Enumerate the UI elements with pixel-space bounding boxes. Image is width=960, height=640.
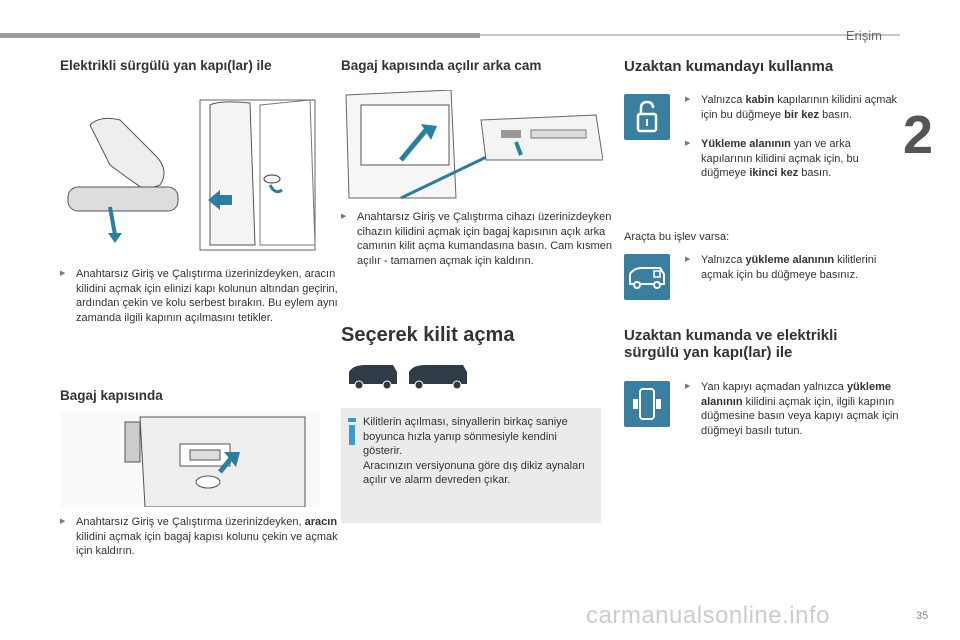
heading-remote-sliding: Uzaktan kumanda ve elektrikli sürgülü ya… [624, 327, 838, 361]
section-title: Erişim [845, 28, 882, 43]
bullet-sliding-door: Anahtarsız Giriş ve Çalıştırma üzerinizd… [60, 267, 338, 325]
info-text: Kilitlerin açılması, sinyallerin birkaç … [363, 416, 585, 486]
van-icons [345, 362, 475, 390]
bullet-sliding-remote: Yan kapıyı açmadan yalnızca yükleme alan… [685, 380, 901, 438]
rear-window-illustration [341, 90, 603, 200]
info-icon [348, 418, 356, 445]
watermark: carmanualsonline.info [586, 602, 830, 629]
sliding-door-icon [633, 388, 661, 420]
header-line [480, 34, 900, 36]
heading-rear-window: Bagaj kapısında açılır arka cam [341, 58, 542, 73]
heading-selective-unlock: Seçerek kilit açma [341, 324, 515, 346]
unlock-padlock-icon [636, 100, 658, 133]
feature-note: Araçta bu işlev varsa: [624, 231, 730, 243]
bullet-rear-window: Anahtarsız Giriş ve Çalıştırma cihazı üz… [341, 210, 617, 268]
load-area-button-icon [624, 254, 670, 300]
bullet-load-only: Yalnızca yükleme alanının kilitlerini aç… [685, 253, 901, 282]
sliding-door-button-icon [624, 381, 670, 427]
heading-remote: Uzaktan kumandayı kullanma [624, 58, 834, 75]
bullet-load-unlock: Yükleme alanının yan ve arka kapılarının… [685, 137, 901, 181]
tailgate-illustration [60, 412, 320, 507]
heading-tailgate: Bagaj kapısında [60, 388, 163, 403]
sliding-door-illustration [60, 95, 320, 255]
info-box: Kilitlerin açılması, sinyallerin birkaç … [341, 408, 601, 523]
van-lock-icon [629, 267, 665, 289]
bullet-tailgate: Anahtarsız Giriş ve Çalıştırma üzerinizd… [60, 515, 338, 559]
header-bar [0, 33, 480, 38]
bullet-cabin-unlock: Yalnızca kabin kapılarının kilidini açma… [685, 93, 901, 122]
page-number: 35 [916, 610, 929, 622]
unlock-button-icon [624, 94, 670, 140]
chapter-number: 2 [903, 105, 934, 165]
heading-sliding-door: Elektrikli sürgülü yan kapı(lar) ile [60, 58, 272, 73]
